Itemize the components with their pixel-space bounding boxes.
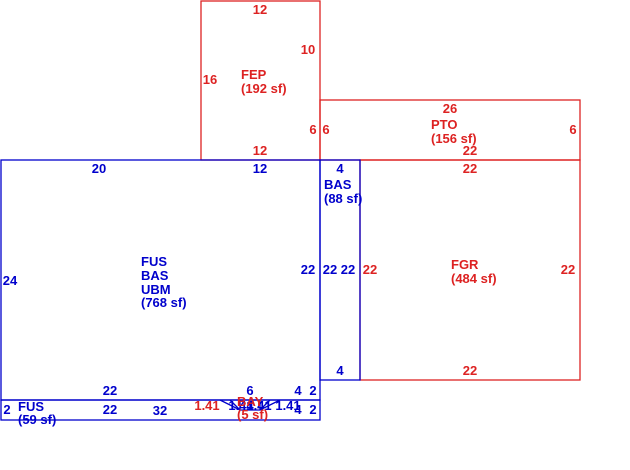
- fus-strip-dim-bottom: 32: [153, 403, 167, 418]
- fep-area: 12 10 16 6 12 FEP (192 sf): [200, 0, 321, 161]
- bay-dim-diag-left: 1.41: [194, 398, 219, 413]
- pto-dim-top: 26: [443, 101, 457, 116]
- bas-outline: [319, 159, 361, 381]
- bay-inner-v-right: [259, 399, 271, 411]
- fus-strip-dim-right-top: 4: [294, 383, 302, 398]
- bas-dim-left: 22: [323, 262, 337, 277]
- fep-dim-right: 10: [301, 42, 315, 57]
- fus-strip-dim-right-side: 2: [309, 383, 316, 398]
- fgr-area: 22 22 22 22 FGR (484 sf): [359, 159, 581, 381]
- fep-dim-right-low: 6: [309, 122, 316, 137]
- fus-strip-dim-right-bottom: 4: [294, 402, 302, 417]
- fep-dim-bottom: 12: [253, 143, 267, 158]
- fgr-dim-left: 22: [363, 262, 377, 277]
- pto-area-label: (156 sf): [431, 131, 477, 146]
- main-dim-top-left: 20: [92, 161, 106, 176]
- fus-strip-outline: [0, 399, 321, 421]
- bas-dim-top: 4: [336, 161, 344, 176]
- bay-inner-v-left: [229, 399, 241, 411]
- pto-dim-left: 6: [322, 122, 329, 137]
- bay-outline: [219, 399, 281, 411]
- main-label-line2: BAS: [141, 268, 169, 283]
- bay-area-label: (5 sf): [237, 407, 268, 422]
- bas-dim-right: 22: [341, 262, 355, 277]
- main-dim-top-right: 12: [253, 161, 267, 176]
- bay-area: 6 1.41 1.41 4 1.41 1.41 BAY (5 sf): [194, 383, 300, 422]
- fus-strip-dim-left: 2: [3, 402, 10, 417]
- fus-strip-area-label: (59 sf): [18, 412, 56, 427]
- fgr-label: FGR: [451, 257, 479, 272]
- bay-label: BAY: [237, 394, 264, 409]
- fgr-dim-right: 22: [561, 262, 575, 277]
- main-dim-left: 24: [3, 273, 18, 288]
- bay-dim-diag-right: 1.41: [275, 398, 300, 413]
- main-label-line1: FUS: [141, 254, 167, 269]
- bas-area-label: (88 sf): [324, 191, 362, 206]
- main-dim-bottom: 22: [103, 383, 117, 398]
- fus-strip-dim-right-side2: 2: [309, 402, 316, 417]
- pto-dim-bottom: 22: [463, 143, 477, 158]
- pto-dim-right: 6: [569, 122, 576, 137]
- pto-label: PTO: [431, 117, 458, 132]
- bay-dim-diag-inner-left: 1.41: [228, 398, 253, 413]
- bay-dim-top: 6: [246, 383, 253, 398]
- fus-strip-label: FUS: [18, 399, 44, 414]
- bas-dim-bottom: 4: [336, 363, 344, 378]
- fus-strip-area: 22 2 32 4 2 4 2 FUS (59 sf): [0, 383, 321, 427]
- fep-dim-top: 12: [253, 2, 267, 17]
- fep-area-label: (192 sf): [241, 81, 287, 96]
- main-area: 20 12 24 22 22 FUS BAS UBM (768 sf): [0, 159, 321, 401]
- bas-area: 4 22 22 4 BAS (88 sf): [319, 159, 362, 381]
- bay-dim-base: 4: [246, 398, 254, 413]
- fep-label: FEP: [241, 67, 267, 82]
- bas-label: BAS: [324, 177, 352, 192]
- main-label-line3: UBM: [141, 282, 171, 297]
- fgr-area-label: (484 sf): [451, 271, 497, 286]
- main-dim-right: 22: [301, 262, 315, 277]
- fep-dim-left: 16: [203, 72, 217, 87]
- bay-dim-diag-inner-right: 1.41: [246, 398, 271, 413]
- main-area-label: (768 sf): [141, 295, 187, 310]
- pto-area: 26 6 6 22 PTO (156 sf): [319, 99, 581, 161]
- fgr-dim-bottom: 22: [463, 363, 477, 378]
- fgr-dim-top: 22: [463, 161, 477, 176]
- fus-strip-dim-top: 22: [103, 402, 117, 417]
